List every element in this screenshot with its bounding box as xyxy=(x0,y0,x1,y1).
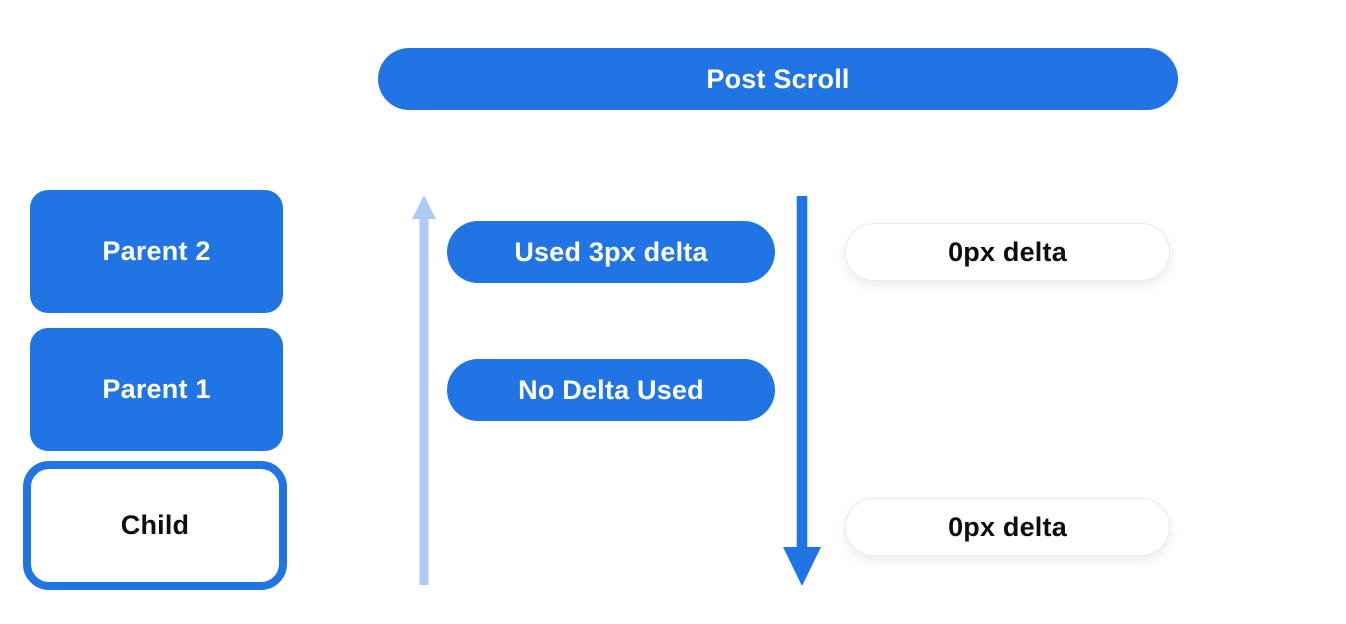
upward-scroll-arrow-icon xyxy=(412,195,436,585)
downward-scroll-arrow-icon xyxy=(783,196,821,586)
downward-arrow-head xyxy=(783,547,821,586)
parent2-label: Parent 2 xyxy=(102,236,211,266)
used-delta-pill: Used 3px delta xyxy=(447,221,775,283)
parent2-box: Parent 2 xyxy=(30,190,283,313)
upward-arrow-head xyxy=(412,195,436,219)
parent1-label: Parent 1 xyxy=(102,374,211,404)
child-label: Child xyxy=(120,510,190,540)
post-scroll-header-label: Post Scroll xyxy=(706,63,850,94)
post-scroll-header-pill: Post Scroll xyxy=(378,48,1178,110)
zero-delta-top-label: 0px delta xyxy=(948,236,1067,267)
zero-delta-pill-top: 0px delta xyxy=(845,223,1170,281)
zero-delta-pill-bottom: 0px delta xyxy=(845,498,1170,556)
no-delta-used-pill: No Delta Used xyxy=(447,359,775,421)
child-box: Child xyxy=(23,461,287,590)
used-delta-label: Used 3px delta xyxy=(514,236,708,267)
zero-delta-bottom-label: 0px delta xyxy=(948,511,1067,542)
no-delta-used-label: No Delta Used xyxy=(518,374,704,405)
parent1-box: Parent 1 xyxy=(30,328,283,451)
